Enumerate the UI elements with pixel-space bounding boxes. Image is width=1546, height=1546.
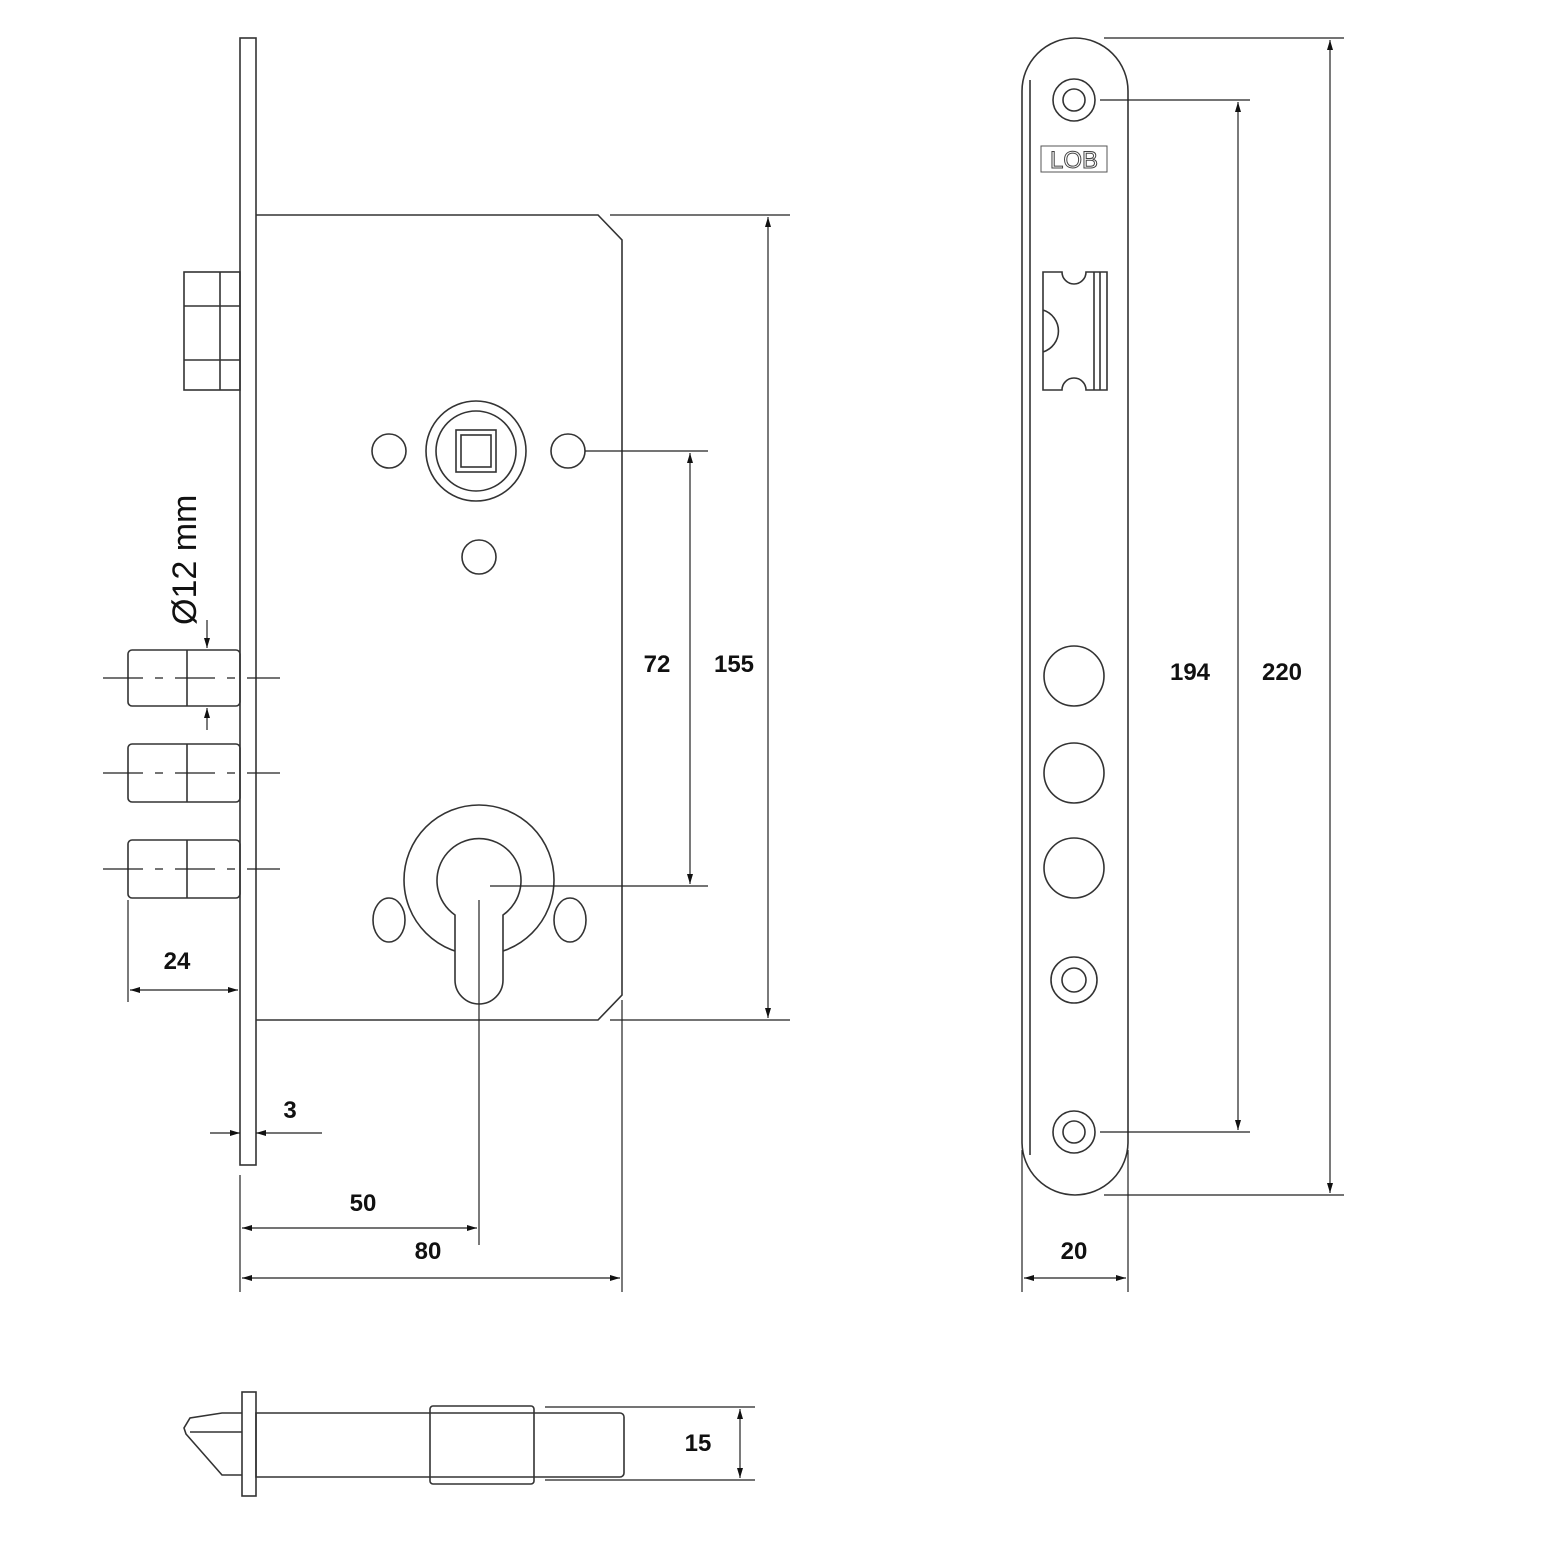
dim-155: 155 (714, 651, 754, 678)
svg-text:LOB: LOB (1050, 147, 1098, 174)
faceplate-dimension-lines (1021, 37, 1344, 1292)
top-view: 15 (183, 1391, 755, 1497)
center-lines (103, 620, 280, 870)
dim-20: 20 (1061, 1238, 1088, 1265)
faceplate (1021, 37, 1129, 1196)
logo: LOB (1040, 145, 1108, 175)
dim-220: 220 (1262, 659, 1302, 686)
dim-50: 50 (350, 1190, 377, 1217)
latch (183, 271, 241, 391)
dim-72: 72 (644, 651, 671, 678)
bolt-hole (1043, 742, 1105, 804)
screw-hole (1052, 1110, 1096, 1154)
fixing-hole (371, 433, 407, 469)
dim-3: 3 (283, 1097, 296, 1124)
screw-hole (1052, 78, 1096, 122)
screw-hole (1050, 956, 1098, 1004)
faceplate-view: LOB 194 220 20 (1021, 37, 1344, 1292)
spindle-hub (425, 400, 527, 502)
dim-15: 15 (685, 1430, 712, 1457)
lock-body (256, 214, 623, 1021)
fixing-hole (461, 539, 497, 575)
diameter-label: Ø12 mm (166, 495, 204, 625)
latch-window (1042, 271, 1108, 391)
bolts (127, 649, 241, 899)
faceplate-side (239, 37, 257, 1166)
dim-194: 194 (1170, 659, 1211, 686)
dim-24: 24 (164, 948, 191, 975)
bolt-hole (1043, 645, 1105, 707)
dimension-lines (127, 214, 790, 1292)
fixing-hole (550, 433, 586, 469)
bolt-hole (1043, 837, 1105, 899)
front-view: Ø12 mm 155 72 24 3 50 80 (103, 37, 790, 1292)
dim-80: 80 (415, 1238, 442, 1265)
